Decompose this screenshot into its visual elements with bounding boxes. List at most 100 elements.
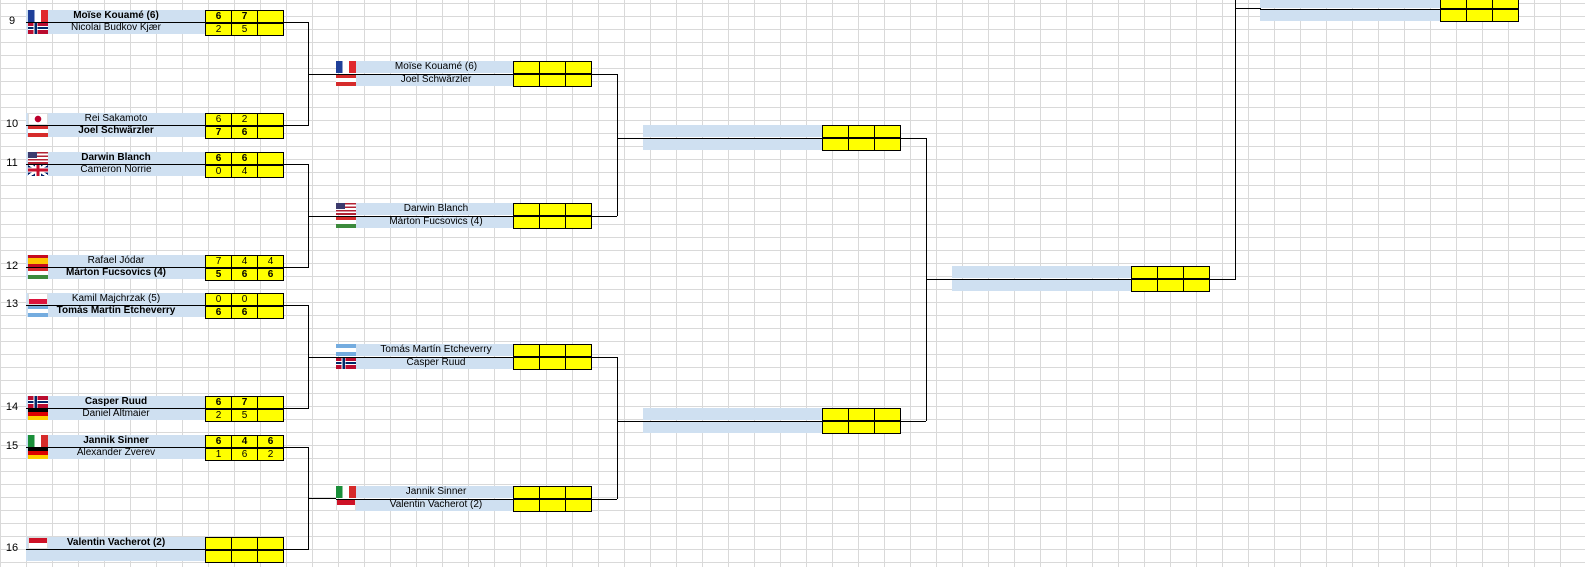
score-cell[interactable]: 7 — [231, 10, 258, 23]
score-cell[interactable] — [1157, 266, 1184, 279]
score-cell[interactable] — [1492, 9, 1519, 22]
score-cell[interactable] — [513, 216, 540, 229]
score-cell[interactable] — [565, 486, 592, 499]
score-cell[interactable] — [513, 486, 540, 499]
score-cell[interactable]: 6 — [205, 10, 232, 23]
player-name[interactable]: Nicolai Budkov Kjær — [26, 22, 206, 34]
score-cell[interactable]: 7 — [231, 396, 258, 409]
score-cell[interactable] — [1183, 279, 1210, 292]
score-cell[interactable]: 6 — [205, 396, 232, 409]
score-cell[interactable] — [257, 113, 284, 126]
score-cell[interactable] — [257, 396, 284, 409]
score-cell[interactable] — [513, 499, 540, 512]
score-cell[interactable] — [1466, 9, 1493, 22]
score-cell[interactable]: 5 — [231, 23, 258, 36]
player-name[interactable]: Kamil Majchrzak (5) — [26, 293, 206, 305]
score-cell[interactable] — [822, 408, 849, 421]
score-cell[interactable] — [874, 408, 901, 421]
score-cell[interactable] — [874, 421, 901, 434]
player-name[interactable] — [643, 138, 822, 150]
score-cell[interactable]: 6 — [231, 126, 258, 139]
score-cell[interactable]: 6 — [205, 113, 232, 126]
score-cell[interactable] — [565, 74, 592, 87]
score-cell[interactable] — [205, 550, 232, 563]
score-cell[interactable]: 2 — [205, 23, 232, 36]
score-cell[interactable] — [565, 499, 592, 512]
score-cell[interactable] — [539, 344, 566, 357]
score-cell[interactable]: 2 — [231, 113, 258, 126]
score-cell[interactable]: 2 — [257, 448, 284, 461]
score-cell[interactable]: 6 — [205, 306, 232, 319]
score-cell[interactable] — [1440, 0, 1467, 9]
score-cell[interactable]: 6 — [257, 435, 284, 448]
player-name[interactable]: Casper Ruud — [26, 396, 206, 408]
score-cell[interactable] — [539, 357, 566, 370]
score-cell[interactable] — [1131, 266, 1158, 279]
score-cell[interactable] — [1183, 266, 1210, 279]
score-cell[interactable]: 1 — [205, 448, 232, 461]
player-name[interactable]: Daniel Altmaier — [26, 408, 206, 420]
score-cell[interactable]: 4 — [257, 255, 284, 268]
player-name[interactable] — [643, 408, 822, 420]
score-cell[interactable]: 0 — [231, 293, 258, 306]
score-cell[interactable] — [565, 357, 592, 370]
score-cell[interactable] — [513, 203, 540, 216]
player-name[interactable]: Tomás Martín Etcheverry — [26, 305, 206, 317]
score-cell[interactable] — [513, 344, 540, 357]
score-cell[interactable] — [1440, 9, 1467, 22]
player-name[interactable] — [26, 549, 206, 561]
score-cell[interactable]: 6 — [231, 268, 258, 281]
score-cell[interactable] — [257, 537, 284, 550]
score-cell[interactable] — [205, 537, 232, 550]
player-name[interactable]: Casper Ruud — [356, 357, 516, 369]
player-name[interactable] — [1260, 9, 1440, 21]
score-cell[interactable]: 7 — [205, 126, 232, 139]
score-cell[interactable] — [257, 10, 284, 23]
player-name[interactable]: Valentin Vacherot (2) — [26, 537, 206, 549]
player-name[interactable]: Rei Sakamoto — [26, 113, 206, 125]
score-cell[interactable] — [1131, 279, 1158, 292]
score-cell[interactable]: 0 — [205, 165, 232, 178]
score-cell[interactable] — [539, 499, 566, 512]
score-cell[interactable] — [257, 126, 284, 139]
player-name[interactable]: Rafael Jódar — [26, 255, 206, 267]
player-name[interactable]: Tomás Martín Etcheverry — [356, 344, 516, 356]
score-cell[interactable] — [565, 216, 592, 229]
player-name[interactable] — [1260, 0, 1440, 8]
player-name[interactable]: Márton Fucsovics (4) — [26, 267, 206, 279]
score-cell[interactable]: 7 — [205, 255, 232, 268]
player-name[interactable]: Moïse Kouamé (6) — [356, 61, 516, 73]
score-cell[interactable] — [231, 550, 258, 563]
score-cell[interactable] — [513, 74, 540, 87]
score-cell[interactable]: 4 — [231, 435, 258, 448]
score-cell[interactable] — [539, 486, 566, 499]
player-name[interactable]: Moïse Kouamé (6) — [26, 10, 206, 22]
score-cell[interactable] — [822, 125, 849, 138]
score-cell[interactable] — [848, 125, 875, 138]
score-cell[interactable] — [539, 203, 566, 216]
score-cell[interactable] — [257, 293, 284, 306]
score-cell[interactable] — [1466, 0, 1493, 9]
score-cell[interactable] — [874, 138, 901, 151]
score-cell[interactable] — [848, 421, 875, 434]
score-cell[interactable] — [257, 152, 284, 165]
score-cell[interactable] — [257, 409, 284, 422]
player-name[interactable]: Darwin Blanch — [26, 152, 206, 164]
score-cell[interactable] — [565, 61, 592, 74]
score-cell[interactable] — [257, 550, 284, 563]
score-cell[interactable] — [822, 421, 849, 434]
score-cell[interactable] — [848, 408, 875, 421]
player-name[interactable] — [952, 279, 1131, 291]
player-name[interactable] — [952, 266, 1131, 278]
score-cell[interactable] — [1157, 279, 1184, 292]
score-cell[interactable] — [257, 23, 284, 36]
score-cell[interactable] — [848, 138, 875, 151]
score-cell[interactable]: 6 — [205, 435, 232, 448]
score-cell[interactable]: 6 — [205, 152, 232, 165]
player-name[interactable]: Jannik Sinner — [26, 435, 206, 447]
player-name[interactable]: Darwin Blanch — [356, 203, 516, 215]
score-cell[interactable]: 6 — [257, 268, 284, 281]
score-cell[interactable] — [231, 537, 258, 550]
score-cell[interactable] — [565, 344, 592, 357]
score-cell[interactable]: 0 — [205, 293, 232, 306]
